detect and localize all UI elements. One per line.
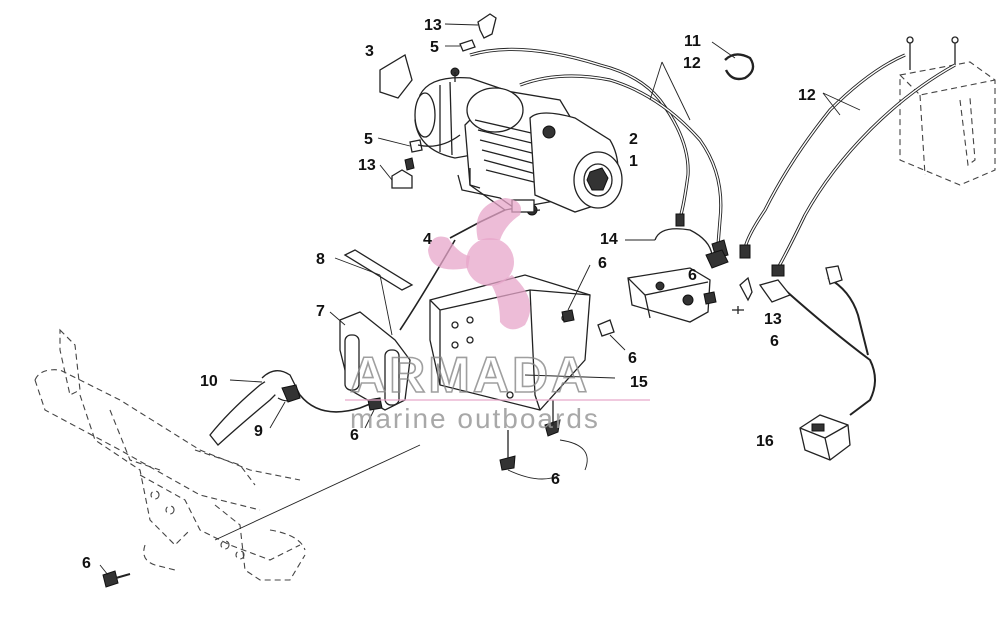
leader-8 xyxy=(334,257,381,276)
callout-label: 15 xyxy=(630,374,648,391)
gasket-part-3 xyxy=(379,54,413,99)
bolt-6-right xyxy=(732,306,744,314)
bolt-6-fairlead xyxy=(367,397,383,411)
watermark-brand: ARMADA xyxy=(350,347,590,403)
vehicle-frame-rail xyxy=(34,328,421,581)
callout-label: 13 xyxy=(764,311,782,328)
cable-clamp-11 xyxy=(724,53,755,81)
callout-label: 5 xyxy=(364,131,373,148)
callout-label: 6 xyxy=(350,427,359,444)
callout-label: 4 xyxy=(423,231,432,248)
callout-label: 6 xyxy=(598,255,607,272)
callout-label: 6 xyxy=(688,267,697,284)
callout-labels: 13 5 3 5 13 2 1 11 12 12 14 6 6 13 6 4 8… xyxy=(82,17,816,572)
bolt-6-group xyxy=(499,264,626,480)
winch-assembly xyxy=(414,67,623,216)
callout-label: 13 xyxy=(424,17,442,34)
decal-part-8 xyxy=(343,249,414,291)
callout-label: 10 xyxy=(200,373,218,390)
callout-label: 6 xyxy=(628,350,637,367)
winch-cable-12 xyxy=(469,47,729,259)
armada-propeller-logo xyxy=(428,198,531,330)
callout-label: 6 xyxy=(551,471,560,488)
callout-label: 9 xyxy=(254,423,263,440)
watermark-tagline: marine outboards xyxy=(350,403,600,434)
terminal-boot-top xyxy=(444,13,497,52)
callout-label: 7 xyxy=(316,303,325,320)
callout-label: 12 xyxy=(683,55,701,72)
callout-label: 12 xyxy=(798,87,816,104)
leader-11 xyxy=(711,41,736,59)
bolt-6-frame xyxy=(99,564,131,588)
leader-8b xyxy=(379,274,393,336)
contactor-part-14 xyxy=(625,228,729,323)
terminal-boot-side xyxy=(377,134,461,189)
rocker-switch-part-16 xyxy=(758,265,876,461)
callout-label: 1 xyxy=(629,153,638,170)
battery-cable-12 xyxy=(739,53,956,277)
roller-fairlead-7 xyxy=(329,311,411,411)
callout-label: 3 xyxy=(365,43,374,60)
armada-watermark: ARMADA marine outboards xyxy=(345,198,650,434)
callout-label: 2 xyxy=(629,131,638,148)
callout-label: 5 xyxy=(430,39,439,56)
callout-label: 6 xyxy=(82,555,91,572)
nut-6-contactor xyxy=(703,291,717,305)
callout-label: 13 xyxy=(358,157,376,174)
callout-label: 11 xyxy=(684,33,701,50)
hook-strap-10-9 xyxy=(209,370,376,446)
terminal-boot-13-right xyxy=(739,276,753,302)
callout-label: 8 xyxy=(316,251,325,268)
battery xyxy=(899,36,996,186)
mounting-bracket-15 xyxy=(429,274,616,411)
callout-label: 6 xyxy=(770,333,779,350)
callout-label: 16 xyxy=(756,433,774,450)
leader-6-fairlead xyxy=(364,409,375,429)
callout-label: 14 xyxy=(600,231,618,248)
